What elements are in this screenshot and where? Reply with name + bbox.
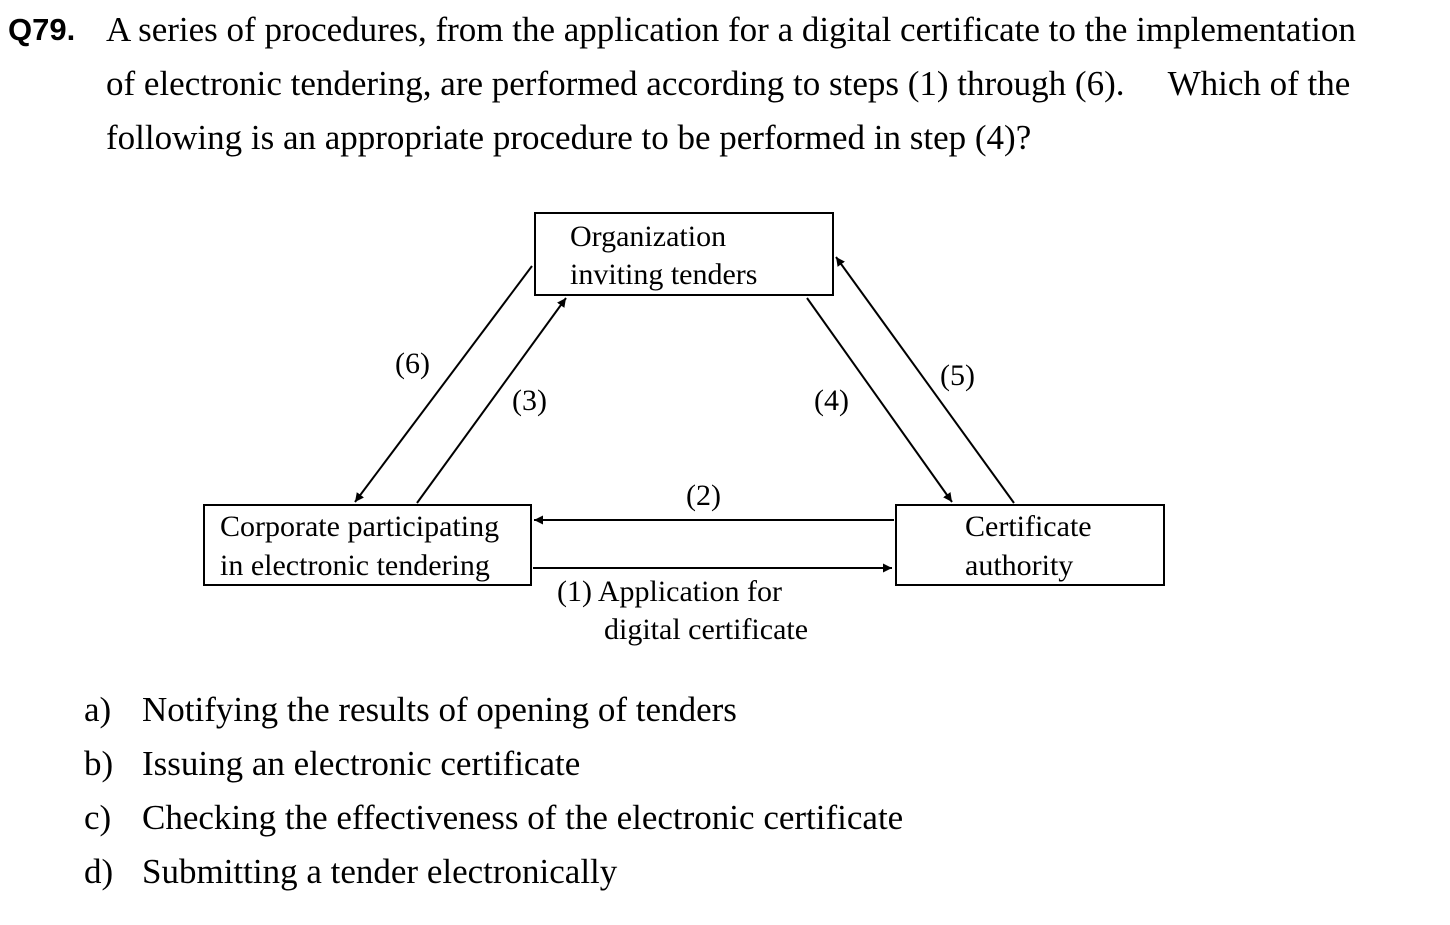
option-b-text: Issuing an electronic certificate — [142, 744, 581, 783]
organization-box — [534, 212, 834, 296]
option-a-text: Notifying the results of opening of tend… — [142, 690, 737, 729]
option-a-label: a) — [84, 690, 112, 729]
step3-label: (3) — [512, 384, 547, 417]
organization-label-line-1: Organization — [570, 220, 726, 253]
step4-label: (4) — [814, 384, 849, 417]
option-d-text: Submitting a tender electronically — [142, 852, 618, 891]
step1-label-line-1: (1) Application for — [557, 575, 782, 608]
step6-arrow — [354, 265, 533, 503]
option-a[interactable]: a) Notifying the results of opening of te… — [84, 690, 737, 730]
question-text-line-2: of electronic tendering, are performed a… — [106, 64, 1351, 103]
corporate-label-line-1: Corporate participating — [220, 510, 499, 543]
step1-label-line-2: digital certificate — [604, 613, 808, 646]
option-c[interactable]: c) Checking the effectiveness of the elec… — [84, 798, 903, 838]
authority-label-line-1: Certificate — [965, 510, 1092, 543]
question-number: Q79. — [8, 12, 76, 47]
corporate-label-line-2: in electronic tendering — [220, 549, 490, 582]
option-b-label: b) — [84, 744, 114, 783]
option-d-label: d) — [84, 852, 114, 891]
step6-label: (6) — [395, 347, 430, 380]
question-text-line-1: A series of procedures, from the applica… — [106, 10, 1356, 49]
step5-arrow — [835, 256, 1015, 504]
option-d[interactable]: d) Submitting a tender electronically — [84, 852, 617, 892]
option-c-text: Checking the effectiveness of the electr… — [142, 798, 904, 837]
certificate-authority-box — [895, 504, 1165, 586]
step3-arrow — [416, 297, 567, 504]
option-c-label: c) — [84, 798, 112, 837]
organization-label-line-2: inviting tenders — [570, 258, 757, 291]
authority-label-line-2: authority — [965, 549, 1073, 582]
step4-arrow — [806, 297, 953, 503]
step5-label: (5) — [940, 359, 975, 392]
step2-label: (2) — [686, 479, 721, 512]
option-b[interactable]: b) Issuing an electronic certificate — [84, 744, 580, 784]
corporate-box — [203, 504, 532, 586]
question-text-line-3: following is an appropriate procedure to… — [106, 118, 1032, 157]
